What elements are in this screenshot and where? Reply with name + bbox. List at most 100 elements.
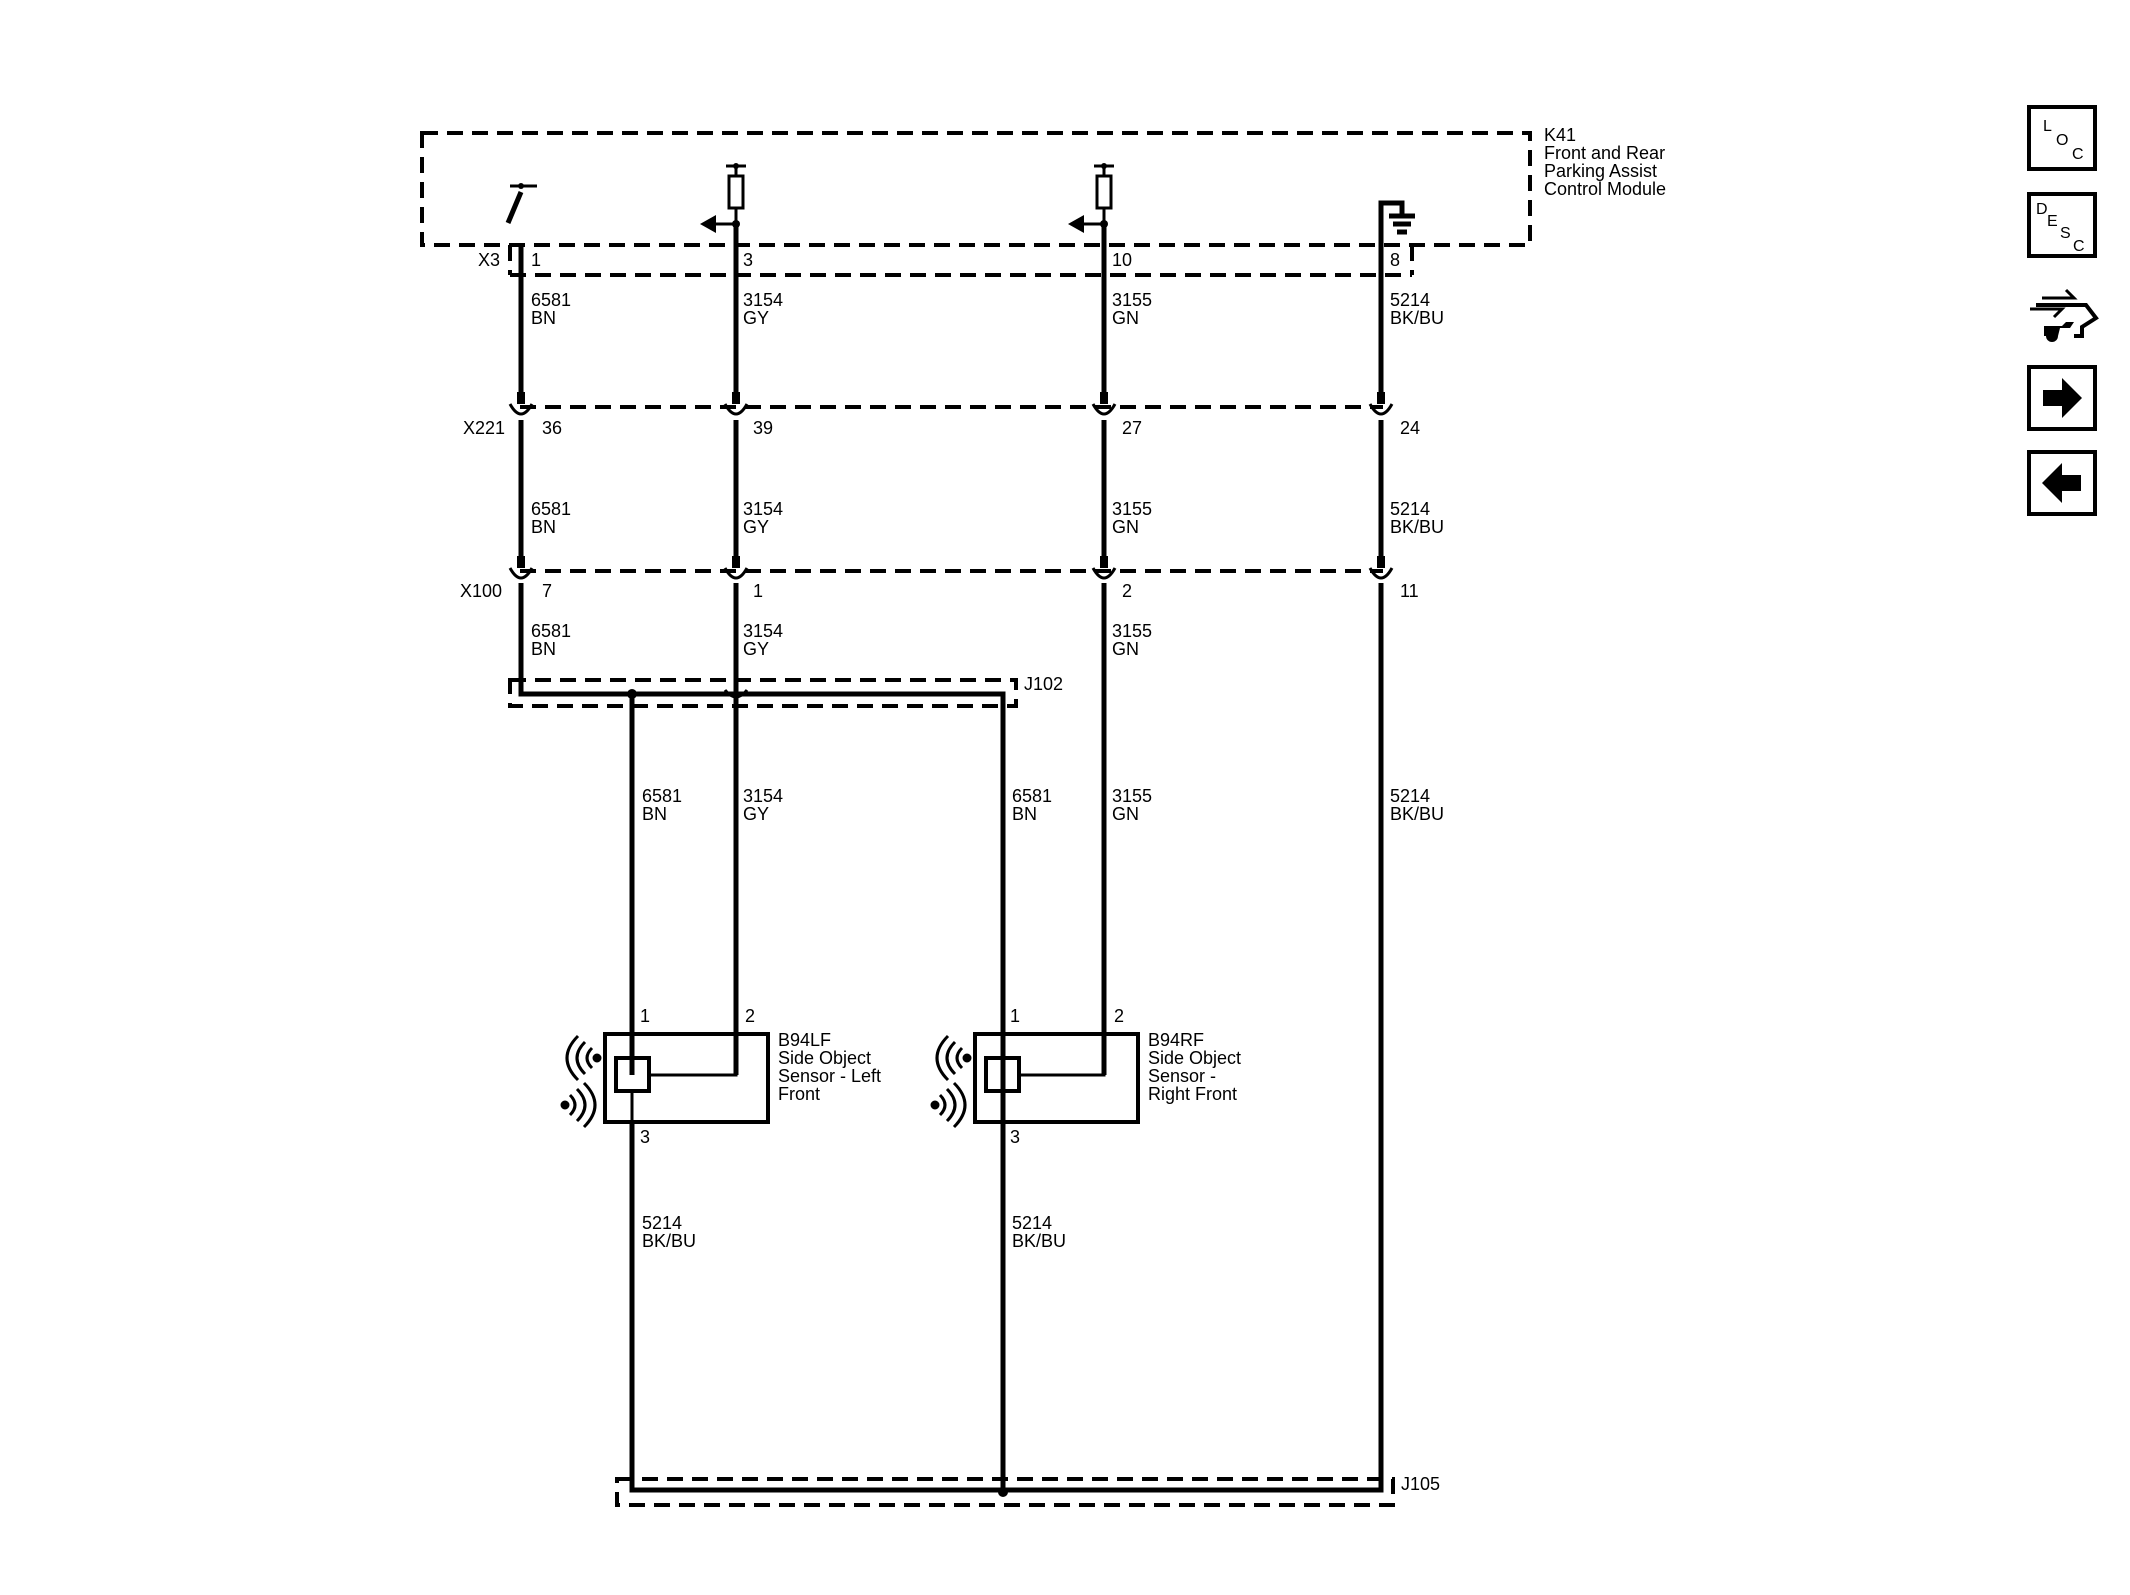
switch-symbol	[505, 183, 537, 224]
label-3155-r2-num: 3155	[1112, 499, 1152, 519]
b94rf-name-2: Sensor -	[1148, 1066, 1216, 1086]
module-id: K41	[1544, 125, 1576, 145]
x3-pin-1: 1	[531, 250, 541, 270]
b94lf-w3-color: BK/BU	[642, 1231, 696, 1251]
b94rf-name-3: Right Front	[1148, 1084, 1237, 1104]
arrow-left-icon	[2042, 463, 2081, 503]
x221-pin-39: 39	[753, 418, 773, 438]
signal-input-symbol-2	[1068, 163, 1114, 233]
arrow-right-icon	[2043, 378, 2082, 418]
connector-end-view-icon[interactable]	[2030, 288, 2099, 342]
ultrasonic-wave-icon	[560, 1034, 602, 1129]
label-lf-w2-color: GY	[743, 804, 769, 824]
label-6581-r2-color: BN	[531, 517, 556, 537]
desc-letter-s: S	[2060, 225, 2071, 242]
b94rf-pin-2: 2	[1114, 1006, 1124, 1026]
loc-letter-c: C	[2072, 146, 2084, 163]
b94lf-id: B94LF	[778, 1030, 831, 1050]
label-lf-w1-color: BN	[642, 804, 667, 824]
desc-letter-c: C	[2073, 238, 2085, 255]
label-3154-r1-num: 3154	[743, 290, 783, 310]
module-outline	[420, 131, 1532, 247]
wire-labels-row-4: 6581 BN 3154 GY 6581 BN 3155 GN 5214 BK/…	[642, 786, 1444, 824]
x221-pin-24: 24	[1400, 418, 1420, 438]
x3-pin-3: 3	[743, 250, 753, 270]
b94lf-name-2: Sensor - Left	[778, 1066, 881, 1086]
b94lf-w3-num: 5214	[642, 1213, 682, 1233]
x3-pin-8: 8	[1390, 250, 1400, 270]
loc-letter-o: O	[2056, 132, 2068, 149]
label-5214-r2-color: BK/BU	[1390, 517, 1444, 537]
j105-label: J105	[1401, 1474, 1440, 1494]
j102-label: J102	[1024, 674, 1063, 694]
x3-label: X3	[478, 250, 500, 270]
x100-pin-2: 2	[1122, 581, 1132, 601]
signal-input-symbol-1	[700, 163, 746, 233]
loc-button[interactable]: L O C	[2027, 105, 2097, 171]
label-6581-r1-color: BN	[531, 308, 556, 328]
next-page-button[interactable]	[2027, 365, 2097, 431]
x100-pin-1: 1	[753, 581, 763, 601]
label-lf-w1-num: 6581	[642, 786, 682, 806]
b94lf-body	[603, 1032, 770, 1124]
label-3154-r3-color: GY	[743, 639, 769, 659]
x100-label: X100	[460, 581, 502, 601]
b94rf-pin-1: 1	[1010, 1006, 1020, 1026]
module-name-line-3: Control Module	[1544, 179, 1666, 199]
b94rf-pin-3: 3	[1010, 1127, 1020, 1147]
label-6581-r3-num: 6581	[531, 621, 571, 641]
wire-labels-row-3: 6581 BN 3154 GY 3155 GN	[531, 621, 1152, 659]
x100-pin-7: 7	[542, 581, 552, 601]
x221-pin-27: 27	[1122, 418, 1142, 438]
b94lf-pin-3: 3	[640, 1127, 650, 1147]
x221-connector: X221 36 39 27 24	[463, 405, 1420, 438]
b94rf-body	[973, 1032, 1140, 1124]
b94rf-name-1: Side Object	[1148, 1048, 1241, 1068]
module-name-line-2: Parking Assist	[1544, 161, 1657, 181]
label-lf-w2-num: 3154	[743, 786, 783, 806]
k41-module: K41 Front and Rear Parking Assist Contro…	[420, 125, 1666, 250]
wire-labels-row-2: 6581 BN 3154 GY 3155 GN 5214 BK/BU	[531, 499, 1444, 537]
label-rf-w2-num: 3155	[1112, 786, 1152, 806]
b94rf-id: B94RF	[1148, 1030, 1204, 1050]
x3-pin-10: 10	[1112, 250, 1132, 270]
wire-labels-row-1: 6581 BN 3154 GY 3155 GN 5214 BK/BU	[531, 290, 1444, 328]
label-6581-r3-color: BN	[531, 639, 556, 659]
label-3154-r2-color: GY	[743, 517, 769, 537]
ultrasonic-wave-icon	[930, 1034, 972, 1129]
x100-pin-11: 11	[1400, 581, 1419, 601]
sensor-b94rf: 1 2 3 B94RF Side Object Sensor - Right F…	[930, 1006, 1241, 1251]
x221-label: X221	[463, 418, 505, 438]
x3-connector: X3 1 3 10 8	[478, 245, 1414, 277]
sensor-b94lf: 1 2 3 B94LF Side Object Sensor - Left Fr…	[560, 1006, 881, 1488]
label-3155-r3-num: 3155	[1112, 621, 1152, 641]
b94lf-name-3: Front	[778, 1084, 820, 1104]
label-5214-r1-color: BK/BU	[1390, 308, 1444, 328]
loc-letter-l: L	[2043, 118, 2052, 135]
j105-outline	[615, 1477, 1395, 1507]
label-rf-w2-color: GN	[1112, 804, 1139, 824]
label-5214-r2-num: 5214	[1390, 499, 1430, 519]
b94lf-name-1: Side Object	[778, 1048, 871, 1068]
label-3154-r3-num: 3154	[743, 621, 783, 641]
label-rf-w1-num: 6581	[1012, 786, 1052, 806]
trunk-wires	[508, 226, 1394, 1488]
x221-pin-36: 36	[542, 418, 562, 438]
b94rf-w3-color: BK/BU	[1012, 1231, 1066, 1251]
label-ground-num: 5214	[1390, 786, 1430, 806]
label-ground-color: BK/BU	[1390, 804, 1444, 824]
j105-splice: J105	[615, 1474, 1440, 1507]
label-6581-r1-num: 6581	[531, 290, 571, 310]
b94lf-pin-2: 2	[745, 1006, 755, 1026]
desc-button[interactable]: D E S C	[2027, 192, 2097, 258]
module-name-line-1: Front and Rear	[1544, 143, 1665, 163]
desc-letter-d: D	[2036, 201, 2048, 218]
label-rf-w1-color: BN	[1012, 804, 1037, 824]
previous-page-button[interactable]	[2027, 450, 2097, 516]
label-5214-r1-num: 5214	[1390, 290, 1430, 310]
b94lf-pin-1: 1	[640, 1006, 650, 1026]
desc-letter-e: E	[2047, 213, 2058, 230]
label-3155-r2-color: GN	[1112, 517, 1139, 537]
x100-connector: X100 7 1 2 11	[460, 569, 1419, 601]
